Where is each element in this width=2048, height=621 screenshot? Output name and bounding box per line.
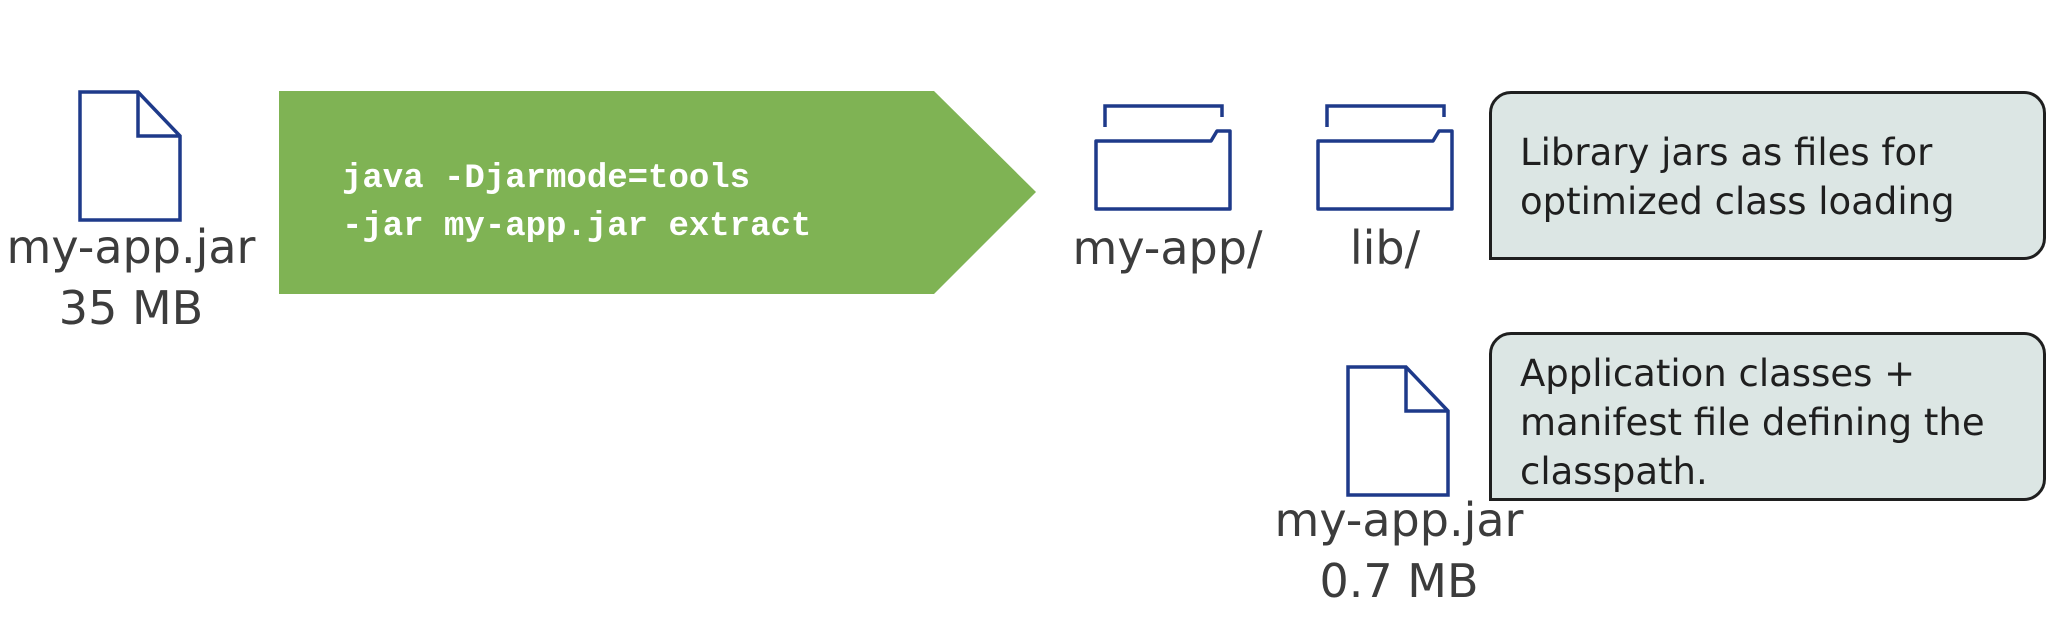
app-folder-label: my-app/ (1072, 221, 1263, 275)
app-callout-line-1: Application classes + (1520, 352, 1916, 395)
app-folder-icon (1094, 104, 1232, 211)
lib-callout: Library jars as files for optimized clas… (1489, 91, 2046, 260)
app-callout: Application classes + manifest file defi… (1489, 332, 2046, 501)
output-jar-file-icon (1346, 365, 1450, 497)
app-callout-line-3: classpath. (1520, 450, 1708, 493)
extract-command-arrow (279, 91, 1036, 294)
command-line-2: -jar my-app.jar extract (342, 208, 812, 246)
extract-command: java -Djarmode=tools -jar my-app.jar ext… (342, 155, 811, 251)
source-jar-filename: my-app.jar (6, 220, 256, 274)
lib-callout-line-2: optimized class loading (1520, 180, 1955, 223)
lib-folder-icon (1316, 104, 1454, 211)
lib-callout-line-1: Library jars as files for (1520, 131, 1933, 174)
lib-folder-label: lib/ (1349, 221, 1421, 275)
app-callout-line-2: manifest file defining the (1520, 401, 1985, 444)
source-jar-size: 35 MB (58, 281, 204, 335)
source-jar-file-icon (78, 90, 182, 222)
output-jar-size: 0.7 MB (1319, 554, 1479, 608)
command-line-1: java -Djarmode=tools (342, 160, 751, 198)
output-jar-filename: my-app.jar (1274, 493, 1524, 547)
